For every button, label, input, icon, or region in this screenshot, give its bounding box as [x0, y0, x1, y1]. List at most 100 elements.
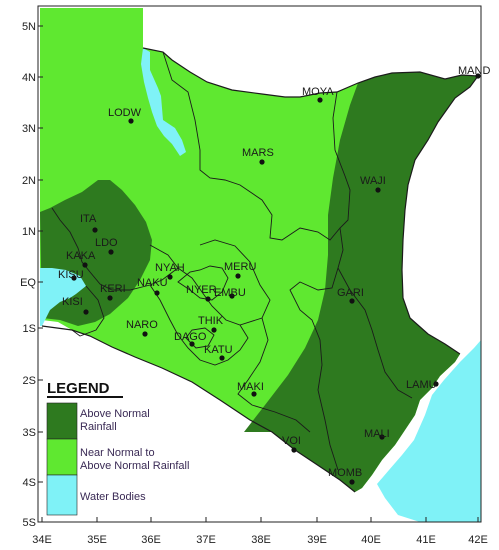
- country-border: [142, 47, 480, 355]
- town-marker: [375, 187, 381, 193]
- lat-tick-label: EQ: [20, 277, 36, 289]
- town-marker: [251, 391, 257, 397]
- latitude-ticks: 5N 4N 3N 2N 1N EQ 1S 2S 3S 4S 5S: [20, 21, 43, 529]
- town-label: LAMU: [406, 379, 437, 391]
- region-above-normal-east: [244, 72, 478, 492]
- indian-ocean: [377, 340, 481, 522]
- town-label: WAJI: [360, 175, 386, 187]
- legend-label-above-normal: Above Normal: [80, 408, 150, 420]
- town-marker: [107, 295, 113, 301]
- town-marker: [349, 479, 355, 485]
- town-label: KISI: [62, 296, 83, 308]
- town-label: MAKI: [237, 381, 264, 393]
- lon-tick-label: 34E: [32, 534, 52, 546]
- lat-tick-label: 2S: [23, 375, 36, 387]
- town-label: NYAH: [155, 262, 185, 274]
- town-marker: [235, 273, 241, 279]
- town-label: THIK: [198, 315, 224, 327]
- legend-title-underline: [47, 396, 123, 398]
- town-marker: [142, 331, 148, 337]
- town-marker: [317, 97, 323, 103]
- town-label: ITA: [80, 213, 97, 225]
- lon-tick-label: 36E: [141, 534, 161, 546]
- lon-tick-label: 39E: [307, 534, 327, 546]
- legend-label-water: Water Bodies: [80, 491, 146, 503]
- town-label: NYER: [186, 284, 217, 296]
- town-marker: [349, 298, 355, 304]
- legend-title: LEGEND: [47, 380, 110, 397]
- town-marker: [475, 73, 481, 79]
- lat-tick-label: 5S: [23, 517, 36, 529]
- lon-tick-label: 41E: [416, 534, 436, 546]
- town-labels: MANDMOYALODWMARSWAJIITALDOKAKAKISUKISIKE…: [58, 65, 490, 485]
- lat-tick-label: 2N: [22, 175, 36, 187]
- county-boundary-coast: [289, 267, 339, 471]
- lon-tick-label: 38E: [251, 534, 271, 546]
- town-label: MOMB: [328, 467, 362, 479]
- town-label: NARO: [126, 319, 158, 331]
- lat-tick-label: 5N: [22, 21, 36, 33]
- town-marker: [205, 296, 211, 302]
- legend-swatch-above-normal: [46, 402, 78, 440]
- town-label: MOYA: [302, 86, 334, 98]
- town-marker: [167, 274, 173, 280]
- lat-tick-label: 1N: [22, 226, 36, 238]
- town-label: NAKU: [137, 277, 168, 289]
- lon-tick-label: 37E: [196, 534, 216, 546]
- legend: LEGEND Above Normal Rainfall Near Normal…: [46, 380, 189, 516]
- legend-swatch-water: [46, 474, 78, 516]
- lake-victoria: [40, 268, 86, 326]
- county-boundary-west: [51, 207, 179, 291]
- lat-tick-label: 1S: [23, 323, 36, 335]
- town-label: MERU: [224, 261, 256, 273]
- town-label: KISU: [58, 269, 84, 281]
- town-label: EMBU: [214, 287, 246, 299]
- town-marker: [259, 159, 265, 165]
- lat-tick-label: 4S: [23, 477, 36, 489]
- town-marker: [83, 309, 89, 315]
- legend-swatch-near-normal: [46, 438, 78, 476]
- town-label: LODW: [108, 107, 142, 119]
- town-marker: [71, 275, 77, 281]
- lon-tick-label: 40E: [361, 534, 381, 546]
- town-marker: [229, 293, 235, 299]
- legend-label-above-normal-2: Rainfall: [80, 421, 117, 433]
- town-marker: [379, 434, 385, 440]
- town-marker: [154, 290, 160, 296]
- town-marker: [189, 341, 195, 347]
- town-label: KATU: [204, 344, 233, 356]
- town-marker: [128, 118, 134, 124]
- town-label: KAKA: [66, 250, 96, 262]
- lat-tick-label: 3N: [22, 123, 36, 135]
- county-boundary-southeast: [237, 317, 311, 433]
- town-label: GARI: [337, 287, 364, 299]
- county-boundary-tana: [337, 267, 413, 399]
- town-label: KERI: [100, 283, 126, 295]
- legend-label-near-normal-2: Above Normal Rainfall: [80, 460, 189, 472]
- map-frame: [37, 5, 482, 523]
- town-label: MALI: [364, 428, 390, 440]
- town-label: MARS: [242, 147, 274, 159]
- southern-border: [41, 325, 356, 493]
- town-marker: [108, 249, 114, 255]
- town-label: MAND: [458, 65, 490, 77]
- town-marker: [433, 381, 439, 387]
- legend-label-near-normal: Near Normal to: [80, 447, 155, 459]
- county-boundary-inner: [177, 265, 229, 301]
- town-marker: [82, 262, 88, 268]
- lon-tick-label: 42E: [468, 534, 488, 546]
- town-label: VOI: [282, 435, 301, 447]
- county-boundary-northeast: [332, 91, 351, 269]
- town-marker: [92, 227, 98, 233]
- lat-tick-label: 4N: [22, 72, 36, 84]
- town-marker: [211, 327, 217, 333]
- county-boundary-rift: [149, 284, 249, 366]
- town-label: DAGO: [174, 331, 207, 343]
- lat-tick-label: 3S: [23, 427, 36, 439]
- county-boundary-lake: [71, 285, 105, 337]
- town-marker: [219, 355, 225, 361]
- lake-turkana: [141, 48, 186, 156]
- county-boundary-nairobi: [185, 327, 215, 349]
